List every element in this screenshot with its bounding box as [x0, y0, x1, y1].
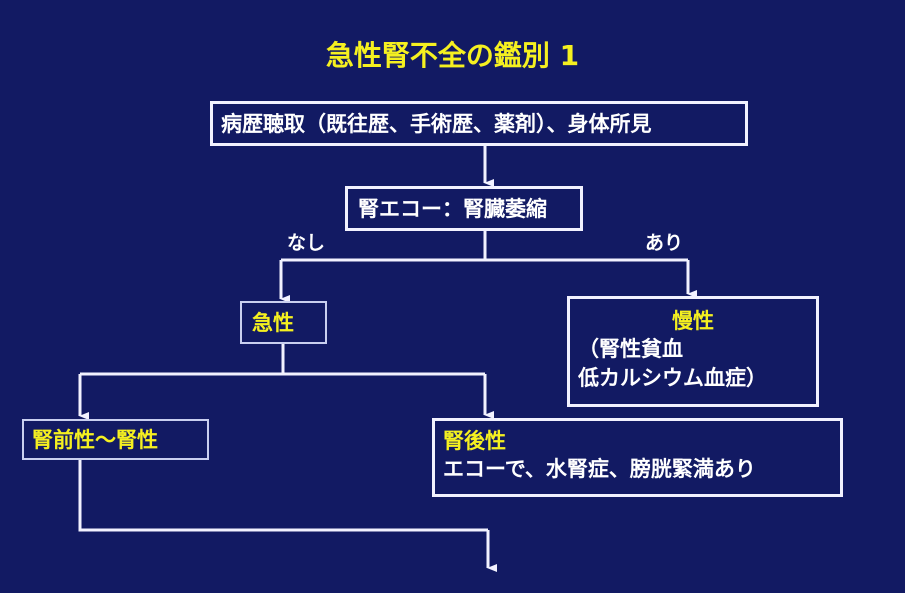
chronic-box: 慢性 （腎性貧血 低カルシウム血症）: [567, 296, 819, 407]
postrenal-detail: エコーで、水腎症、膀胱緊満あり: [443, 457, 756, 482]
postrenal-box: 腎後性 エコーで、水腎症、膀胱緊満あり: [432, 418, 843, 497]
chronic-heading: 慢性: [672, 309, 714, 333]
postrenal-heading: 腎後性: [443, 429, 506, 453]
edge-label-yes: あり: [645, 232, 684, 254]
chronic-line1: （腎性貧血: [578, 337, 683, 362]
history-box: 病歴聴取（既往歴、手術歴、薬剤）、身体所見: [210, 101, 748, 146]
connector-prerenal-out: [78, 460, 488, 532]
prerenal-box: 腎前性～腎性: [22, 419, 209, 460]
history-text: 病歴聴取（既往歴、手術歴、薬剤）、身体所見: [221, 112, 652, 136]
acute-text: 急性: [252, 311, 294, 335]
chronic-line2: 低カルシウム血症）: [578, 365, 767, 390]
prerenal-text: 腎前性～腎性: [32, 428, 158, 452]
edge-label-no: なし: [287, 232, 326, 254]
renal-echo-text: 腎エコー：腎臓萎縮: [358, 197, 547, 221]
renal-echo-box: 腎エコー：腎臓萎縮: [345, 186, 583, 231]
acute-box: 急性: [240, 301, 327, 344]
slide-title: 急性腎不全の鑑別 1: [325, 39, 580, 72]
